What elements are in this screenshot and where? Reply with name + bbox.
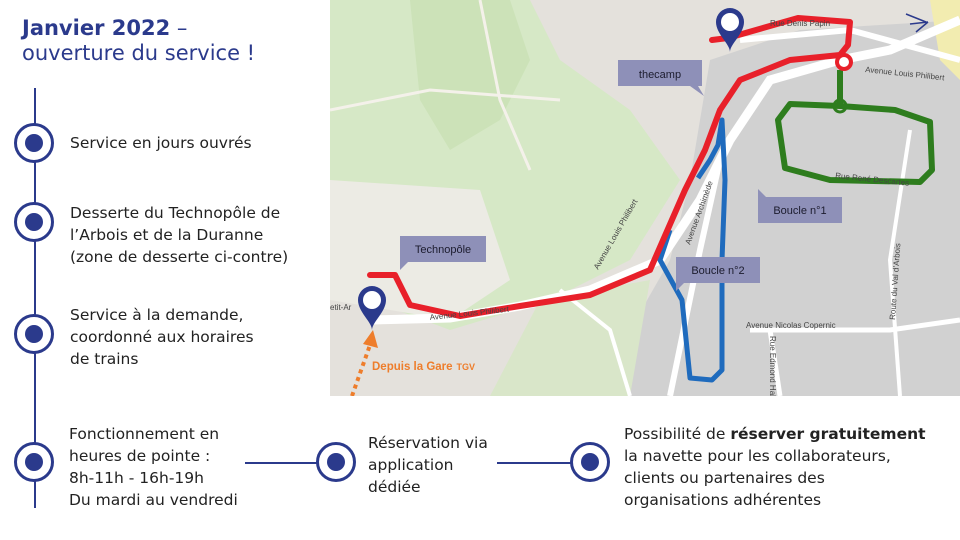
feature-peak-hours: Fonctionnement en heures de pointe : 8h-… — [69, 425, 238, 509]
road — [667, 159, 723, 396]
page-title: Janvier 2022 – ouverture du service ! — [22, 16, 255, 66]
road — [887, 129, 912, 396]
timeline-line — [34, 88, 36, 508]
title-dash: – — [170, 16, 188, 40]
title-date: Janvier 2022 — [22, 16, 171, 40]
feature-booking-app: Réservation via application dédiée — [368, 434, 488, 496]
road — [767, 329, 783, 396]
street-label: Avenue Nicolas Copernic — [746, 321, 836, 330]
station-direction-arrow — [350, 344, 372, 396]
feature-working-days: Service en jours ouvrés — [70, 134, 252, 152]
route-red — [367, 15, 853, 319]
svg-text:thecamp: thecamp — [639, 69, 681, 81]
brand-logo-icon — [905, 13, 929, 33]
arrow-head-icon — [363, 330, 378, 348]
bullet-icon — [14, 314, 54, 354]
callout-boucle-2: Boucle n°2 — [676, 257, 760, 291]
bullet-icon — [14, 442, 54, 482]
bullet-icon — [570, 442, 610, 482]
green-area — [490, 280, 650, 396]
road — [558, 288, 632, 396]
feature-on-demand: Service à la demande, coordonné aux hora… — [70, 306, 254, 368]
feature-service-area: Desserte du Technopôle de l’Arbois et de… — [70, 204, 289, 266]
roundabout — [835, 53, 853, 71]
forest-area — [410, 0, 530, 150]
street-label: etit-Ar — [330, 303, 352, 312]
bullet-icon — [316, 442, 356, 482]
callout-technopole: Technopôle — [400, 236, 486, 270]
road — [750, 317, 960, 333]
street-label: Rue Denis Papin — [770, 19, 830, 28]
callout-thecamp: thecamp — [618, 60, 704, 96]
svg-text:Boucle n°2: Boucle n°2 — [691, 265, 744, 277]
roundabout — [832, 98, 848, 114]
map-pin-icon[interactable] — [358, 286, 386, 330]
street-label: Rue Edmond Hal — [768, 336, 777, 396]
service-area-map[interactable]: Rue Denis Papin Avenue Louis Philibert A… — [330, 0, 960, 396]
connector-line — [245, 462, 325, 464]
free-booking-highlight: réserver gratuitement — [730, 425, 926, 443]
path — [330, 88, 561, 112]
path — [478, 0, 532, 171]
connector-line — [497, 462, 577, 464]
bullet-icon — [14, 202, 54, 242]
map-pin-icon[interactable] — [716, 8, 744, 52]
callout-boucle-1: Boucle n°1 — [758, 189, 842, 223]
svg-text:Boucle n°1: Boucle n°1 — [773, 205, 826, 217]
route-boucle-1 — [775, 101, 935, 185]
svg-text:Technopôle: Technopôle — [415, 244, 471, 256]
feature-free-booking: Possibilité de réserver gratuitement la … — [624, 425, 926, 509]
title-subtitle: ouverture du service ! — [22, 41, 256, 66]
route-boucle-2 — [657, 117, 728, 383]
bullet-icon — [14, 123, 54, 163]
